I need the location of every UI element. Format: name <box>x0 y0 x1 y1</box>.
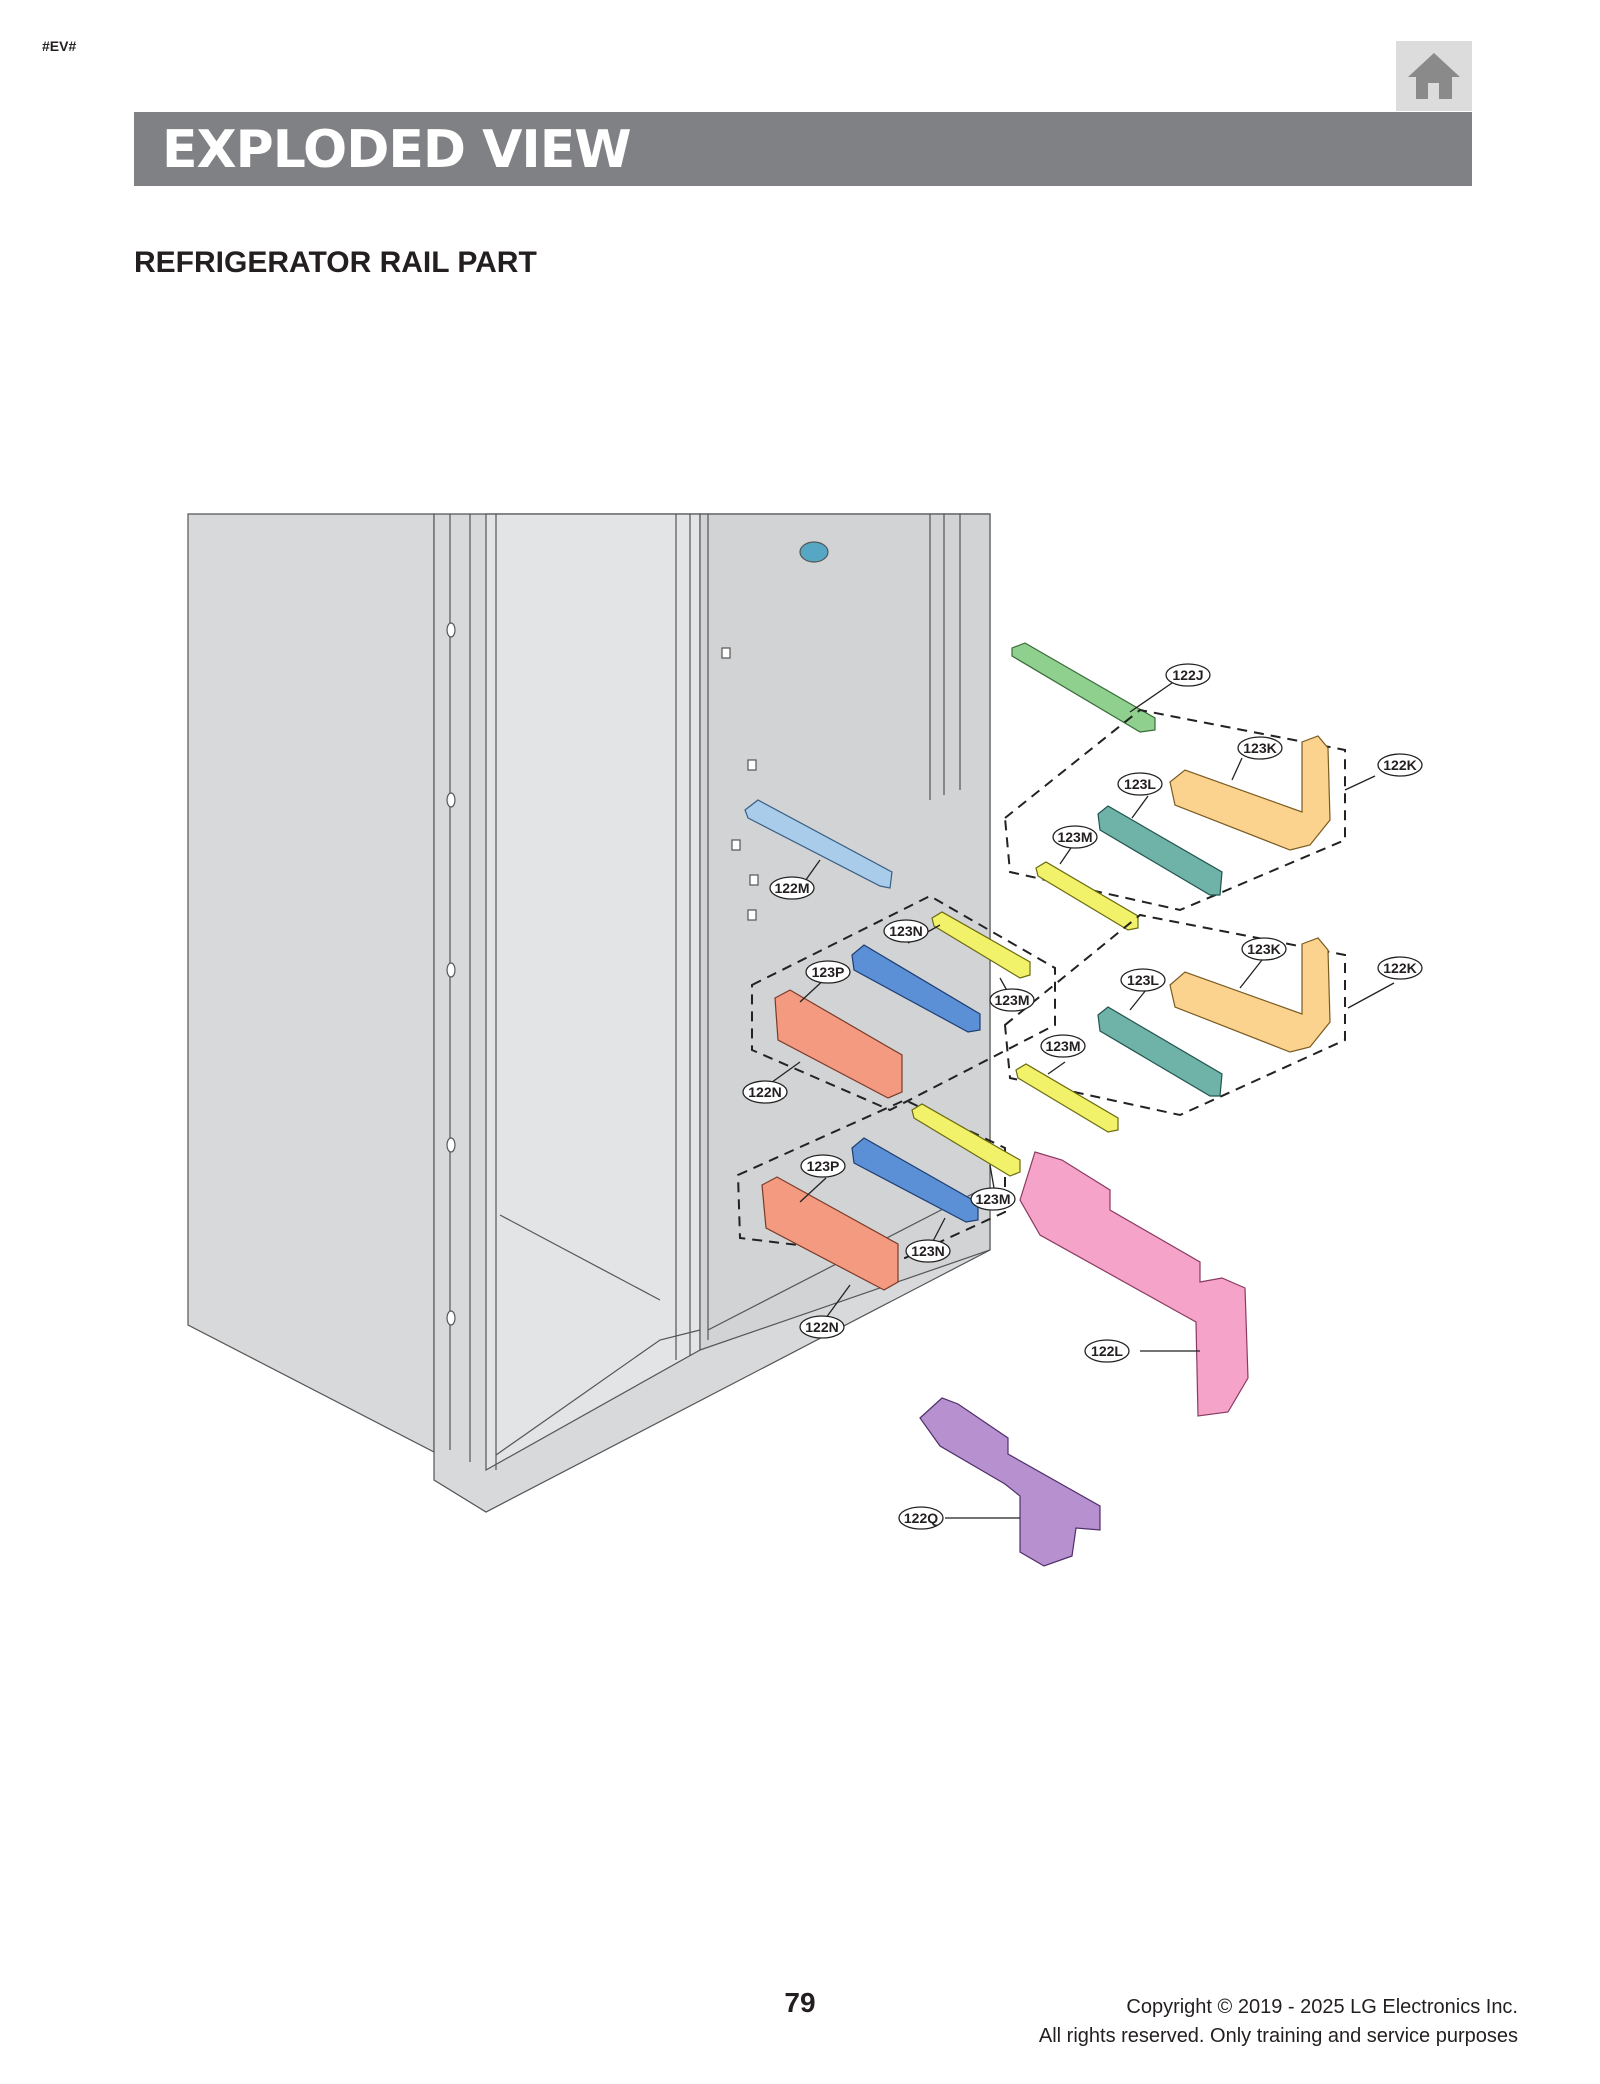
svg-text:122J: 122J <box>1172 667 1203 683</box>
part-123P-upper-rail <box>851 944 981 1033</box>
part-122N-lower-carrier <box>761 1176 899 1291</box>
part-123M-mid-slide <box>911 1103 1021 1177</box>
copyright-notice: Copyright © 2019 - 2025 LG Electronics I… <box>1039 1993 1518 2051</box>
callout-122N-lower[interactable]: 122N <box>799 1315 845 1339</box>
document-tag: #EV# <box>42 38 77 54</box>
callout-123N-lower[interactable]: 123N <box>905 1239 951 1263</box>
callout-123K-upper[interactable]: 123K <box>1237 736 1283 760</box>
home-icon <box>1408 53 1460 99</box>
part-123M-lower-slide <box>1015 1063 1119 1133</box>
callout-122N-upper[interactable]: 122N <box>742 1080 788 1104</box>
svg-text:123M: 123M <box>1045 1038 1080 1054</box>
svg-text:123K: 123K <box>1247 941 1280 957</box>
part-122M-rail <box>744 799 893 889</box>
copyright-line-2: All rights reserved. Only training and s… <box>1038 2025 1518 2047</box>
svg-text:123N: 123N <box>889 923 922 939</box>
callout-123M-upper[interactable]: 123M <box>1052 825 1098 849</box>
home-button[interactable] <box>1396 41 1472 111</box>
part-123K-upper-bracket <box>1169 735 1331 851</box>
callout-123M-bottom[interactable]: 123M <box>970 1187 1016 1211</box>
svg-text:123N: 123N <box>911 1243 944 1259</box>
callout-123K-lower[interactable]: 123K <box>1241 937 1287 961</box>
svg-text:123M: 123M <box>975 1191 1010 1207</box>
part-123L-upper-rail <box>1097 805 1223 896</box>
part-123P-lower-rail <box>851 1137 979 1223</box>
svg-text:122K: 122K <box>1383 757 1416 773</box>
callout-122L[interactable]: 122L <box>1084 1339 1130 1363</box>
callout-123L-upper[interactable]: 123L <box>1117 772 1163 796</box>
title-banner: EXPLODED VIEW <box>134 112 1472 186</box>
cabinet-holes <box>446 541 829 1326</box>
svg-text:123L: 123L <box>1124 776 1156 792</box>
section-title: REFRIGERATOR RAIL PART <box>134 246 537 279</box>
svg-text:123L: 123L <box>1127 972 1159 988</box>
part-123L-lower-rail <box>1097 1006 1223 1097</box>
callout-122Q[interactable]: 122Q <box>898 1506 944 1530</box>
part-122Q-bracket <box>919 1397 1101 1567</box>
page-number: 79 <box>784 1987 816 2018</box>
part-123K-lower-bracket <box>1169 937 1331 1053</box>
part-122J-rail <box>1011 642 1156 733</box>
svg-text:122L: 122L <box>1091 1343 1123 1359</box>
svg-text:122K: 122K <box>1383 960 1416 976</box>
callout-122K-lower[interactable]: 122K <box>1377 956 1423 980</box>
callout-123N-upper[interactable]: 123N <box>883 919 929 943</box>
callout-123P-lower[interactable]: 123P <box>800 1154 846 1178</box>
svg-text:123M: 123M <box>1057 829 1092 845</box>
group-122N-upper-outline <box>751 894 1056 1112</box>
callout-122M[interactable]: 122M <box>769 876 815 900</box>
svg-text:123K: 123K <box>1243 740 1276 756</box>
svg-text:122M: 122M <box>774 880 809 896</box>
svg-text:123P: 123P <box>807 1158 840 1174</box>
group-122K-lower-outline <box>1003 913 1346 1117</box>
group-122N-lower-outline <box>736 1098 1006 1260</box>
callout-123M-lower[interactable]: 123M <box>1040 1034 1086 1058</box>
part-123N-upper-slide <box>931 911 1031 979</box>
banner-title: EXPLODED VIEW <box>162 120 632 180</box>
svg-text:123P: 123P <box>812 964 845 980</box>
callout-123M-middle[interactable]: 123M <box>989 988 1035 1012</box>
part-122N-upper-carrier <box>774 989 903 1099</box>
copyright-line-1: Copyright © 2019 - 2025 LG Electronics I… <box>1126 1996 1518 2018</box>
svg-text:122Q: 122Q <box>904 1510 938 1526</box>
callout-123P-upper[interactable]: 123P <box>805 960 851 984</box>
callout-123L-lower[interactable]: 123L <box>1120 968 1166 992</box>
part-122L-bracket <box>1019 1151 1249 1417</box>
refrigerator-cabinet <box>187 513 991 1513</box>
svg-text:123M: 123M <box>994 992 1029 1008</box>
group-122K-upper-outline <box>1003 708 1346 912</box>
part-123M-upper-slide <box>1035 861 1139 931</box>
callout-122J[interactable]: 122J <box>1165 663 1211 687</box>
svg-text:122N: 122N <box>805 1319 838 1335</box>
svg-text:122N: 122N <box>748 1084 781 1100</box>
callout-122K-upper[interactable]: 122K <box>1377 753 1423 777</box>
